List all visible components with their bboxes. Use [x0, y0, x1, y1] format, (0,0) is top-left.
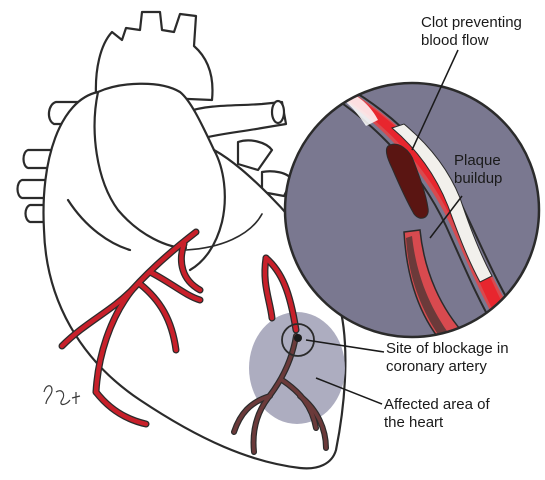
label-clot-line1: Clot preventing [421, 14, 522, 32]
label-clot-line2: blood flow [421, 32, 522, 50]
label-blockage-site: Site of blockage in coronary artery [386, 340, 509, 376]
label-plaque: Plaque buildup [454, 152, 502, 188]
label-affected-line1: Affected area of [384, 396, 490, 414]
magnified-artery-view [285, 60, 545, 340]
artist-signature [44, 386, 80, 405]
right-veins [238, 140, 272, 170]
label-site-line1: Site of blockage in [386, 340, 509, 358]
label-site-line2: coronary artery [386, 358, 509, 376]
label-plaque-line2: buildup [454, 170, 502, 188]
label-plaque-line1: Plaque [454, 152, 502, 170]
label-clot: Clot preventing blood flow [421, 14, 522, 50]
label-affected-area: Affected area of the heart [384, 396, 490, 432]
label-affected-line2: the heart [384, 414, 490, 432]
